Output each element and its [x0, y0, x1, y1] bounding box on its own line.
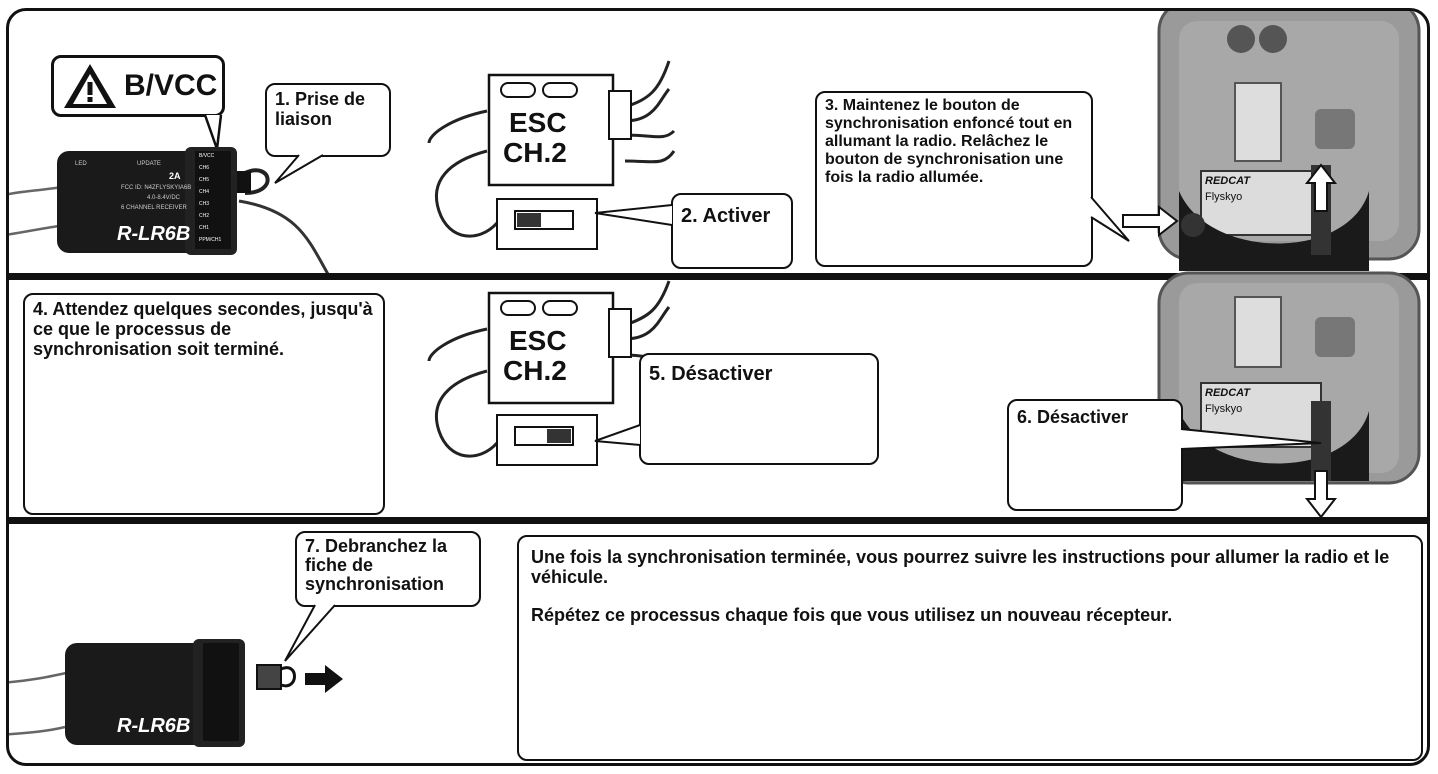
port-label: CH1 [199, 225, 210, 231]
step4-callout: 4. Attendez quelques secondes, jusqu'à c… [23, 293, 385, 515]
port-label: CH6 [199, 165, 210, 171]
warning-label: B/VCC [124, 69, 218, 103]
step6-callout: 6. Désactiver [1007, 399, 1183, 511]
step6-pointer [1180, 428, 1322, 450]
step7-pointer [284, 604, 336, 662]
transmitter-brand-top: REDCAT [1205, 175, 1251, 187]
esc-top-line1: ESC [509, 107, 567, 138]
step6-text: 6. Désactiver [1017, 407, 1129, 427]
receiver-fcc: FCC ID: N4ZFLYSKYIA6B [121, 185, 192, 191]
step1-text: 1. Prise de liaison [275, 89, 366, 130]
esc-bottom [427, 280, 671, 466]
esc-top [427, 60, 676, 250]
transmitter-bottom [1157, 271, 1421, 519]
step7-text: 7. Debranchez la fiche de synchronisatio… [305, 536, 448, 594]
port-label: CH2 [199, 213, 210, 219]
row-divider-2 [9, 517, 1427, 524]
port-label: CH5 [199, 177, 210, 183]
port-label: CH3 [199, 201, 210, 207]
esc-bottom-line1: ESC [509, 325, 567, 356]
step2-text: 2. Activer [681, 205, 771, 227]
final-notes-box: Une fois la synchronisation terminée, vo… [517, 535, 1423, 761]
receiver-channel-text: 6 CHANNEL RECEIVER [121, 205, 187, 211]
warning-callout: B/VCC [51, 55, 225, 117]
instruction-sheet: B/VCC R-LR6B FCC ID: N4ZFLYSKYIA6B 4.0-8… [6, 8, 1430, 766]
final-notes-paragraph1: Une fois la synchronisation terminée, vo… [531, 547, 1390, 588]
transmitter-brand-bottom: REDCAT [1205, 387, 1251, 399]
step7-callout: 7. Debranchez la fiche de synchronisatio… [295, 531, 481, 607]
transmitter-screen-bottom: Flyskyo [1205, 403, 1243, 415]
receiver-model: R-LR6B [117, 223, 191, 245]
step3-text: 3. Maintenez le bouton de synchronisatio… [825, 97, 1073, 186]
step3-pointer [1090, 196, 1130, 242]
port-label: PPM/CH1 [199, 237, 222, 243]
port-label: B/VCC [199, 153, 215, 159]
port-label: CH4 [199, 189, 210, 195]
esc-bottom-line2: CH.2 [503, 355, 567, 386]
receiver-bottom [9, 639, 343, 747]
esc-top-line2: CH.2 [503, 137, 567, 168]
step1-pointer [274, 154, 324, 184]
step3-callout: 3. Maintenez le bouton de synchronisatio… [815, 91, 1093, 267]
step2-pointer [594, 204, 673, 226]
step5-text: 5. Désactiver [649, 363, 773, 385]
step1-callout: 1. Prise de liaison [265, 83, 391, 157]
step4-text: 4. Attendez quelques secondes, jusqu'à c… [33, 299, 373, 360]
receiver-voltage: 4.0-8.4V/DC [147, 195, 181, 201]
row-divider-1 [9, 273, 1427, 280]
receiver-amperage: 2A [169, 171, 181, 181]
final-notes-paragraph2: Répétez ce processus chaque fois que vou… [531, 605, 1173, 626]
step5-callout: 5. Désactiver [639, 353, 879, 465]
transmitter-top [1122, 11, 1421, 271]
receiver-led-label: LED [75, 161, 87, 167]
transmitter-screen-top: Flyskyo [1205, 191, 1243, 203]
receiver-model-bottom: R-LR6B [117, 715, 191, 737]
step2-callout: 2. Activer [671, 193, 793, 269]
step5-pointer [594, 424, 641, 446]
receiver-update-label: UPDATE [137, 161, 161, 167]
receiver-top [9, 147, 331, 277]
warning-icon [64, 64, 116, 108]
receiver-ports: B/VCC CH6 CH5 CH4 CH3 CH2 CH1 PPM/CH1 [199, 153, 229, 249]
